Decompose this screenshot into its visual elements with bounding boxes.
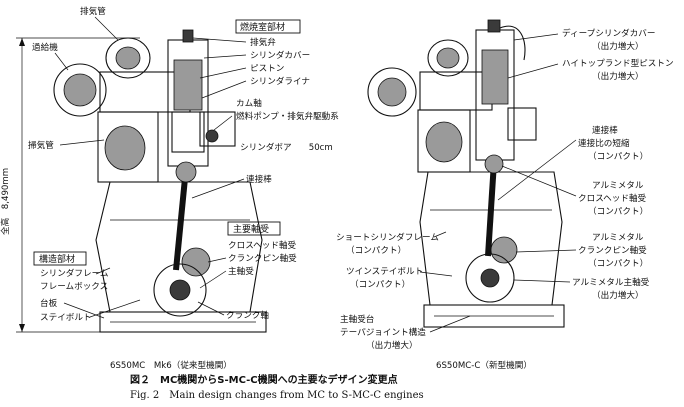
label-cylinder-bore: シリンダボア 50cm bbox=[240, 141, 333, 153]
right-engine-drawing bbox=[367, 19, 565, 328]
box-structure bbox=[33, 251, 87, 266]
label-twin-staybolt: ツインステイボルト bbox=[346, 266, 423, 277]
label-crosshead-note: （コンパクト） bbox=[588, 206, 648, 217]
label-short-frame-note: （コンパクト） bbox=[346, 245, 406, 256]
label-exhaust-pipe: 排気管 bbox=[80, 5, 106, 17]
label-piston: ピストン bbox=[250, 63, 284, 74]
label-deep-cover: ディープシリンダカバー bbox=[562, 27, 655, 39]
figure-caption-jp: 図２ MC機関からS-MC-C機関への主要なデザイン変更点 bbox=[130, 373, 398, 386]
left-engine-caption: 6S50MC Mk6（従来型機関） bbox=[110, 359, 232, 371]
label-twin-staybolt-note: （コンパクト） bbox=[350, 279, 410, 290]
right-labels: ディープシリンダカバー （出力増大） ハイトップランド型ピストン （出力増大） … bbox=[336, 27, 674, 371]
left-labels: 排気管 過給機 燃焼室部材 排気弁 シリンダカバー ピストン シリンダライナ カ… bbox=[0, 5, 339, 371]
label-taper-note: （出力増大） bbox=[366, 339, 418, 351]
label-conrod-short: 連接比の短縮 bbox=[578, 137, 630, 149]
label-main-al: アルミメタル主軸受 bbox=[572, 276, 650, 288]
right-engine-caption: 6S50MC-C（新型機関） bbox=[436, 359, 532, 371]
box-combustion bbox=[235, 19, 301, 34]
label-crosshead-al2: クロスヘッド軸受 bbox=[578, 192, 647, 204]
label-crosshead-bearing: クロスヘッド軸受 bbox=[228, 239, 297, 251]
box-main-bearings bbox=[227, 221, 281, 236]
label-crosshead-al: アルミメタル bbox=[592, 180, 644, 191]
label-crankpin-note: （コンパクト） bbox=[588, 258, 648, 269]
label-crankpin-bearing: クランクピン軸受 bbox=[228, 252, 297, 264]
label-connecting-rod: 連接棒 bbox=[246, 173, 272, 185]
label-cylinder-frame: シリンダフレーム bbox=[40, 267, 109, 279]
label-right-conrod: 連接棒 bbox=[592, 124, 618, 136]
label-cylinder-liner: シリンダライナ bbox=[250, 75, 310, 87]
label-deep-cover-note: （出力増大） bbox=[592, 40, 644, 52]
label-hybrid-piston-note: （出力増大） bbox=[592, 70, 644, 82]
label-main-bearing: 主軸受 bbox=[228, 265, 254, 277]
label-taper-joint: テーパジョイント構造 bbox=[340, 326, 426, 338]
turbocharger-shape bbox=[53, 63, 107, 117]
label-turbocharger: 過給機 bbox=[32, 41, 58, 53]
label-combustion-group: 燃焼室部材 bbox=[240, 21, 285, 33]
label-frame-box: フレームボックス bbox=[40, 281, 108, 292]
label-scavenge-pipe: 掃気管 bbox=[28, 139, 54, 151]
label-exhaust-valve: 排気弁 bbox=[250, 36, 276, 48]
label-camshaft: カム軸 bbox=[236, 97, 262, 109]
label-bearing-support: 主軸受台 bbox=[340, 313, 374, 325]
figure-caption-en: Fig. 2 Main design changes from MC to S-… bbox=[130, 390, 424, 401]
label-structure-group: 構造部材 bbox=[39, 253, 75, 265]
left-bedplate bbox=[99, 311, 267, 333]
label-conrod-note: （コンパクト） bbox=[588, 151, 648, 162]
label-main-al-note: （出力増大） bbox=[592, 289, 644, 301]
label-cylinder-cover: シリンダカバー bbox=[250, 49, 310, 61]
label-short-frame: ショートシリンダフレーム bbox=[336, 231, 439, 243]
label-staybolt: ステイボルト bbox=[40, 312, 92, 323]
label-crankpin-al: アルミメタル bbox=[592, 232, 644, 243]
label-fuel-pump: 燃料ポンプ・排気弁駆動系 bbox=[236, 110, 339, 122]
label-bedplate: 台板 bbox=[40, 297, 58, 309]
label-hybrid-piston: ハイトップランド型ピストン bbox=[562, 58, 674, 69]
label-overall-height: 全高 8,490mm bbox=[0, 168, 11, 235]
right-bedplate bbox=[423, 304, 565, 328]
label-crankpin-al2: クランクピン軸受 bbox=[578, 244, 647, 256]
left-engine-drawing bbox=[16, 29, 267, 333]
label-main-bearing-group: 主要軸受 bbox=[233, 223, 269, 235]
label-crankshaft: クランク軸 bbox=[226, 309, 269, 321]
